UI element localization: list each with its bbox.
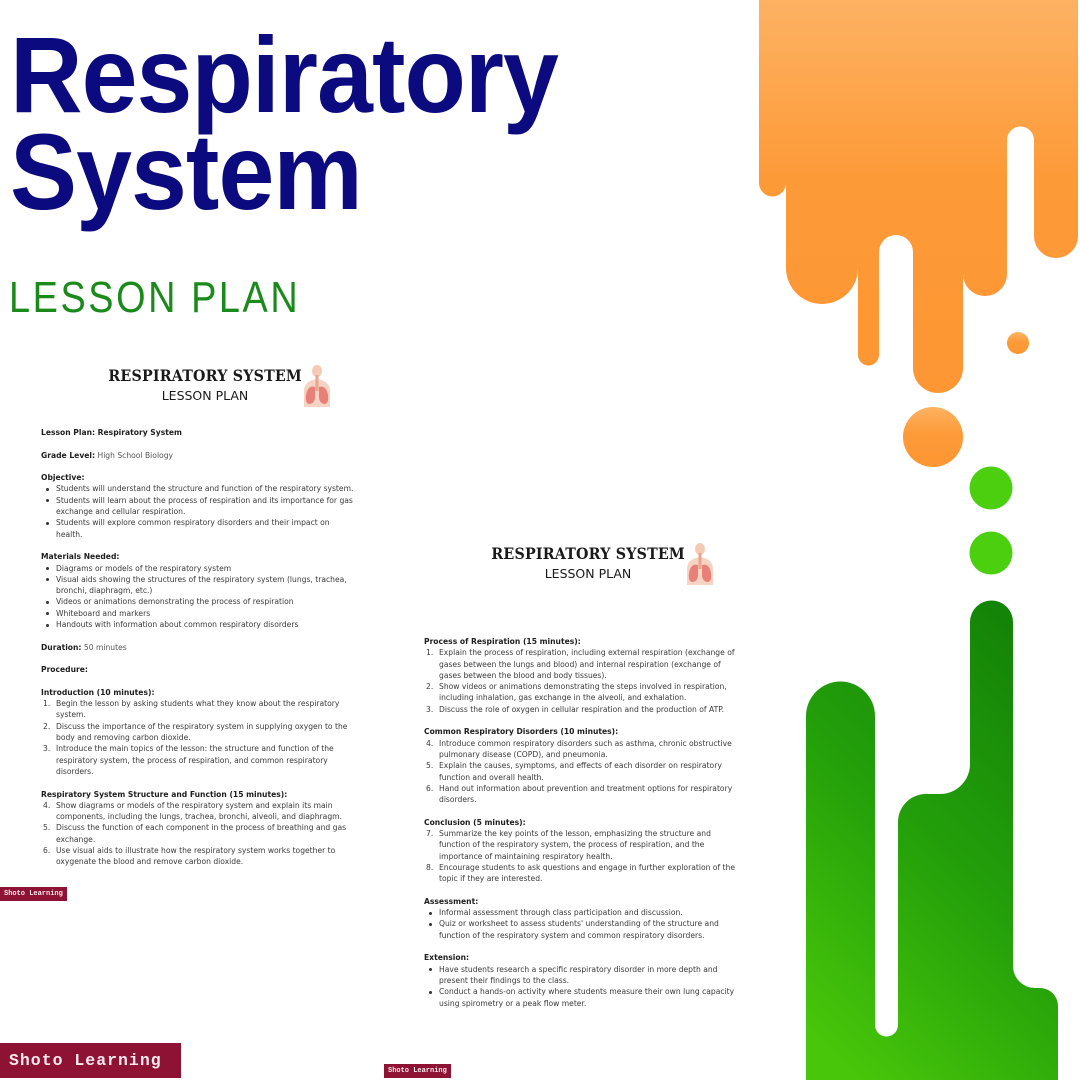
assessment-heading: Assessment: — [424, 896, 479, 906]
hero-title-line-1: Respiratory — [10, 14, 559, 135]
process-list: 1.Explain the process of respiration, in… — [424, 647, 735, 715]
list-item: 6.Use visual aids to illustrate how the … — [43, 845, 336, 867]
list-item: Whiteboard and markers — [41, 608, 353, 619]
lungs-icon — [304, 365, 330, 407]
hero-subtitle: LESSON PLAN — [9, 273, 301, 322]
introduction-heading: Introduction (10 minutes): — [41, 687, 155, 697]
page1-body: Lesson Plan: Respiratory System Grade Le… — [41, 427, 353, 868]
list-item: Informal assessment through class partic… — [424, 907, 735, 918]
objective-list: Students will understand the structure a… — [41, 483, 353, 539]
list-item: 7.Summarize the key points of the lesson… — [426, 829, 711, 861]
structure-heading: Respiratory System Structure and Functio… — [41, 789, 288, 799]
list-item: 4.Introduce common respiratory disorders… — [426, 738, 732, 759]
list-item: Diagrams or models of the respiratory sy… — [41, 563, 353, 574]
objective-heading: Objective: — [41, 473, 85, 483]
extension-list: Have students research a specific respir… — [424, 964, 735, 1009]
page2-header-subtitle: LESSON PLAN — [544, 566, 632, 581]
hero-title: Respiratory System — [10, 14, 559, 232]
procedure-label: Procedure: — [41, 665, 88, 675]
hero-title-line-2: System — [10, 111, 363, 232]
list-item: 4.Show diagrams or models of the respira… — [43, 800, 342, 822]
green-dots — [969, 466, 1013, 575]
page1-brand-badge: Shoto Learning — [0, 887, 67, 901]
list-item: 3.Discuss the role of oxygen in cellular… — [426, 704, 725, 714]
introduction-list: 1.Begin the lesson by asking students wh… — [41, 698, 353, 777]
disorders-list: 4.Introduce common respiratory disorders… — [424, 738, 735, 806]
lungs-icon — [687, 543, 713, 585]
duration-label: Duration: — [41, 642, 82, 652]
page1-header: RESPIRATORY SYSTEM LESSON PLAN — [100, 366, 310, 403]
footer-brand-badge: Shoto Learning — [0, 1043, 181, 1078]
page2-brand-badge: Shoto Learning — [384, 1064, 451, 1078]
grade-label: Grade Level: — [41, 450, 96, 460]
list-item: Conduct a hands-on activity where studen… — [424, 986, 735, 1009]
page2-header: RESPIRATORY SYSTEM LESSON PLAN — [483, 544, 693, 581]
materials-list: Diagrams or models of the respiratory sy… — [41, 563, 353, 631]
conclusion-heading: Conclusion (5 minutes): — [424, 817, 526, 827]
orange-drip-shape — [759, 0, 1078, 467]
list-item: Handouts with information about common r… — [41, 619, 353, 630]
grade-value: High School Biology — [97, 450, 174, 460]
page2-header-title: RESPIRATORY SYSTEM — [491, 544, 685, 563]
list-item: Quiz or worksheet to assess students' un… — [424, 918, 735, 941]
list-item: Have students research a specific respir… — [424, 964, 735, 987]
list-item: 3.Introduce the main topics of the lesso… — [43, 744, 334, 776]
list-item: Students will explore common respiratory… — [41, 517, 353, 540]
conclusion-list: 7.Summarize the key points of the lesson… — [424, 828, 735, 884]
list-item: 1.Explain the process of respiration, in… — [426, 648, 735, 680]
list-item: Visual aids showing the structures of th… — [41, 574, 353, 597]
list-item: 2.Discuss the importance of the respirat… — [43, 721, 348, 743]
lesson-plan-label: Lesson Plan: Respiratory System — [41, 428, 182, 437]
list-item: 1.Begin the lesson by asking students wh… — [43, 699, 340, 720]
list-item: Students will understand the structure a… — [41, 483, 353, 494]
list-item: 8.Encourage students to ask questions an… — [426, 862, 736, 884]
list-item: 5.Discuss the function of each component… — [43, 823, 347, 844]
list-item: 5.Explain the causes, symptoms, and effe… — [426, 761, 722, 782]
materials-heading: Materials Needed: — [41, 552, 120, 562]
list-item: Students will learn about the process of… — [41, 495, 353, 518]
green-rise-shape — [806, 600, 1058, 1080]
process-heading: Process of Respiration (15 minutes): — [424, 637, 581, 646]
page1-header-subtitle: LESSON PLAN — [161, 388, 249, 403]
disorders-heading: Common Respiratory Disorders (10 minutes… — [424, 727, 619, 737]
list-item: 6.Hand out information about prevention … — [426, 783, 733, 805]
list-item: Videos or animations demonstrating the p… — [41, 596, 353, 607]
extension-heading: Extension: — [424, 953, 470, 963]
page1-header-title: RESPIRATORY SYSTEM — [108, 366, 302, 385]
list-item: 2.Show videos or animations demonstratin… — [426, 682, 727, 703]
duration-value: 50 minutes — [83, 642, 127, 652]
structure-list: 4.Show diagrams or models of the respira… — [41, 800, 353, 868]
page2-body: Process of Respiration (15 minutes): 1.E… — [424, 636, 735, 1009]
assessment-list: Informal assessment through class partic… — [424, 907, 735, 941]
